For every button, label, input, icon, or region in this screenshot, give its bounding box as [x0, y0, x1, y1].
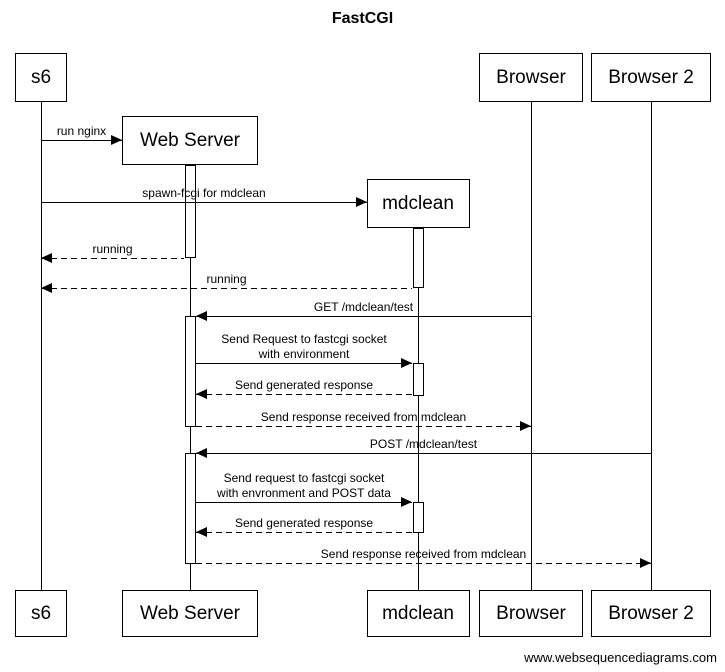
message-arrowhead-11: [640, 558, 651, 569]
message-line-6: [196, 394, 412, 396]
actor-box-bottom-s6: s6: [15, 590, 67, 637]
message-arrowhead-7: [520, 421, 531, 432]
message-label-6: Send generated response: [234, 377, 374, 392]
message-arrowhead-4: [196, 311, 207, 322]
message-label-9: Send request to fastcgi socket with envr…: [217, 471, 391, 500]
message-line-1: [41, 202, 367, 204]
message-label-5: Send Request to fastcgi socket with envi…: [221, 332, 387, 361]
actor-box-top-webserver: Web Server: [122, 116, 258, 165]
actor-box-bottom-browser: Browser: [479, 590, 583, 637]
message-line-5: [196, 363, 412, 365]
message-label-1: spawn-fcgi for mdclean: [142, 185, 266, 200]
message-label-4: GET /mdclean/test: [313, 299, 414, 314]
activation-mdclean-1: [412, 228, 424, 288]
message-line-3: [41, 288, 412, 290]
lifeline-browser: [530, 102, 532, 590]
message-line-8: [196, 453, 651, 455]
message-label-0: run nginx: [56, 123, 107, 138]
message-label-7: Send response received from mdclean: [260, 409, 467, 424]
message-arrowhead-10: [196, 527, 207, 538]
lifeline-s6: [40, 102, 42, 590]
message-line-9: [196, 502, 412, 504]
actor-box-bottom-mdclean: mdclean: [366, 590, 470, 637]
message-arrowhead-0: [111, 135, 122, 146]
actor-box-top-browser2: Browser 2: [591, 53, 711, 102]
actor-box-top-mdclean: mdclean: [366, 179, 470, 228]
message-arrowhead-2: [41, 253, 52, 264]
watermark-url: www.websequencediagrams.com: [524, 650, 717, 665]
activation-webserver-0: [184, 165, 196, 258]
lifeline-browser2: [650, 102, 652, 590]
activation-mdclean-5: [412, 502, 424, 533]
activation-webserver-2: [184, 316, 196, 427]
message-label-8: POST /mdclean/test: [369, 436, 478, 451]
message-label-10: Send generated response: [234, 515, 374, 530]
message-arrowhead-8: [196, 448, 207, 459]
message-arrowhead-5: [401, 358, 412, 369]
actor-box-top-browser: Browser: [479, 53, 583, 102]
lifeline-mdclean: [417, 228, 419, 590]
message-line-11: [196, 563, 651, 565]
diagram-title: FastCGI: [331, 10, 394, 27]
message-arrowhead-1: [356, 197, 367, 208]
actor-box-top-s6: s6: [15, 53, 67, 102]
message-label-3: running: [206, 271, 247, 286]
actor-box-bottom-webserver: Web Server: [122, 590, 258, 637]
message-line-0: [41, 140, 122, 142]
message-line-7: [196, 426, 531, 428]
message-arrowhead-3: [41, 283, 52, 294]
message-arrowhead-9: [401, 497, 412, 508]
message-label-2: running: [92, 241, 133, 256]
message-label-11: Send response received from mdclean: [320, 546, 527, 561]
message-arrowhead-6: [196, 389, 207, 400]
activation-webserver-4: [184, 453, 196, 564]
actor-box-bottom-browser2: Browser 2: [591, 590, 711, 637]
activation-mdclean-3: [412, 363, 424, 396]
message-line-2: [41, 258, 184, 260]
message-line-4: [196, 316, 531, 318]
message-line-10: [196, 532, 412, 534]
